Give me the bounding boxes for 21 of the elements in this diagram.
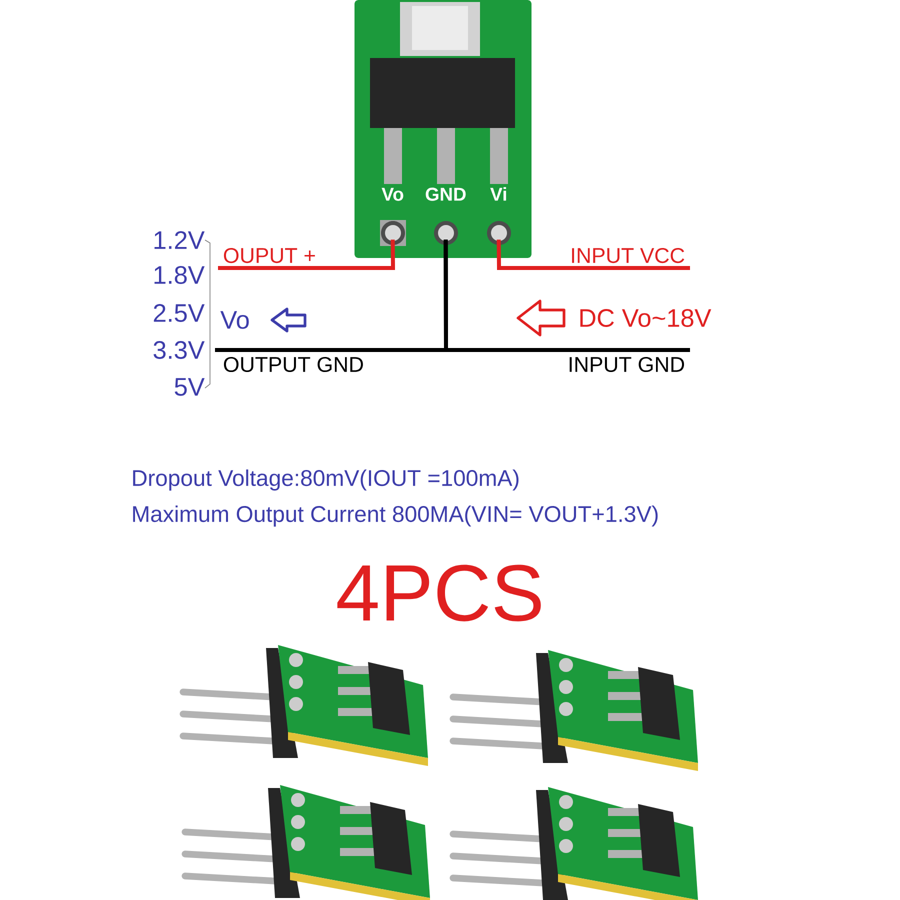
quantity-text: 4PCS — [337, 564, 541, 622]
wire — [218, 240, 396, 270]
output-label: Vo — [220, 311, 249, 329]
voltage-label: 3.3V — [154, 341, 205, 359]
edge-label: OUTPUT GND — [224, 356, 363, 372]
voltage-label: 2.5V — [154, 304, 205, 322]
edge-label: INPUT VCC — [572, 248, 684, 264]
voltage-label: 1.2V — [154, 231, 205, 249]
spec-text: Maximum Output Current 800MA(VIN= VOUT+1.3V) — [133, 505, 658, 527]
pin-label: Vo — [382, 188, 404, 201]
pin-label: GND — [426, 188, 466, 201]
voltage-label: 5V — [174, 378, 205, 396]
module-board-drawing — [354, 0, 532, 258]
edge-label: INPUT GND — [570, 356, 684, 372]
input-label: DC Vo~18V — [580, 309, 712, 327]
wire — [496, 240, 690, 270]
spec-text: Dropout Voltage:80mV(IOUT =100mA) — [133, 469, 518, 491]
edge-label: OUPUT + — [224, 248, 315, 264]
voltage-label: 1.8V — [154, 266, 205, 284]
wire — [444, 240, 690, 352]
pin-label: Vi — [490, 187, 506, 201]
